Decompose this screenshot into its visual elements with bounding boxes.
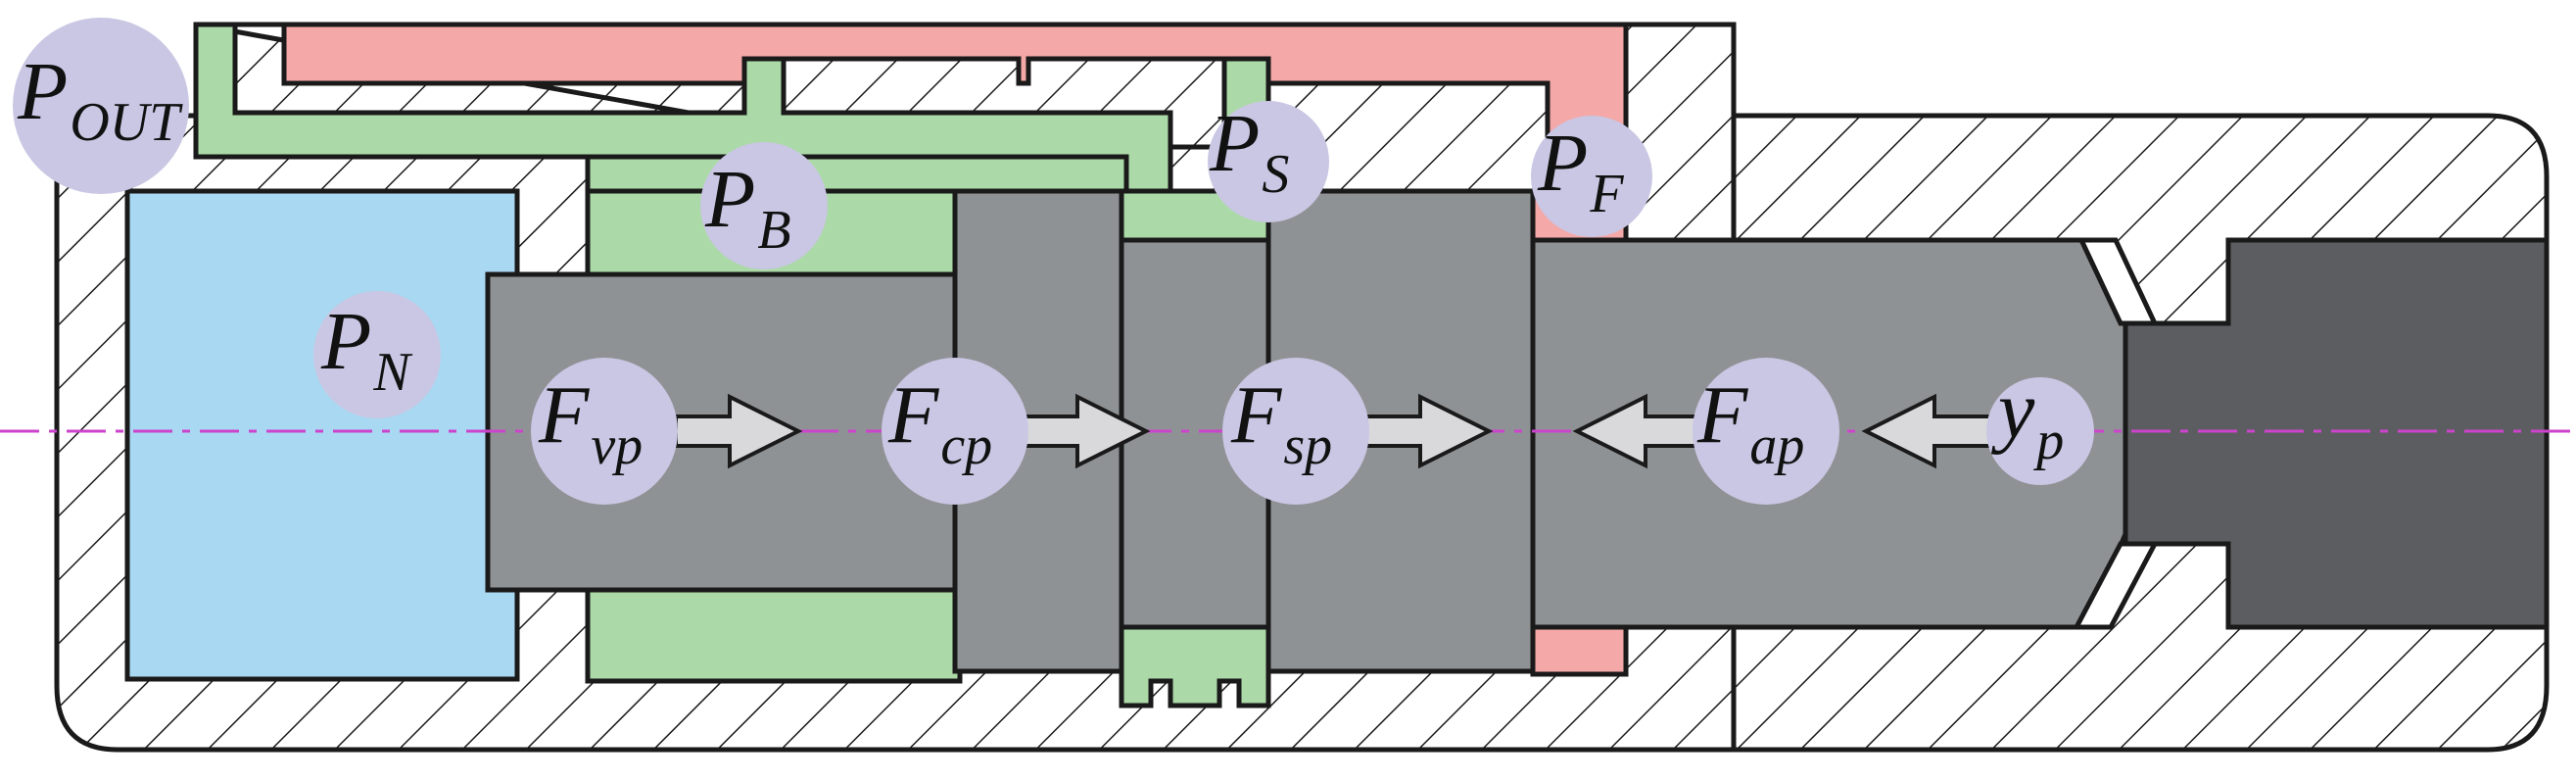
left-cavity xyxy=(124,188,520,682)
f-ap-circle xyxy=(1693,358,1839,505)
p-s-circle xyxy=(1208,101,1329,222)
label-circles xyxy=(13,18,2094,505)
f-sp-circle xyxy=(1222,358,1369,505)
f-vp-circle xyxy=(531,358,678,505)
p-f-circle xyxy=(1531,116,1652,237)
arrow-right-sp xyxy=(1364,393,1494,469)
p-out-circle xyxy=(13,18,189,194)
p-b-circle xyxy=(700,142,828,269)
arrow-left-yp xyxy=(1861,393,1995,469)
right-piston xyxy=(2123,237,2550,630)
y-p-circle xyxy=(1986,377,2094,485)
arrow-right-vp xyxy=(674,393,803,469)
p-n-circle xyxy=(313,291,441,418)
arrow-right-cp xyxy=(1022,393,1151,469)
f-cp-circle xyxy=(882,358,1028,505)
